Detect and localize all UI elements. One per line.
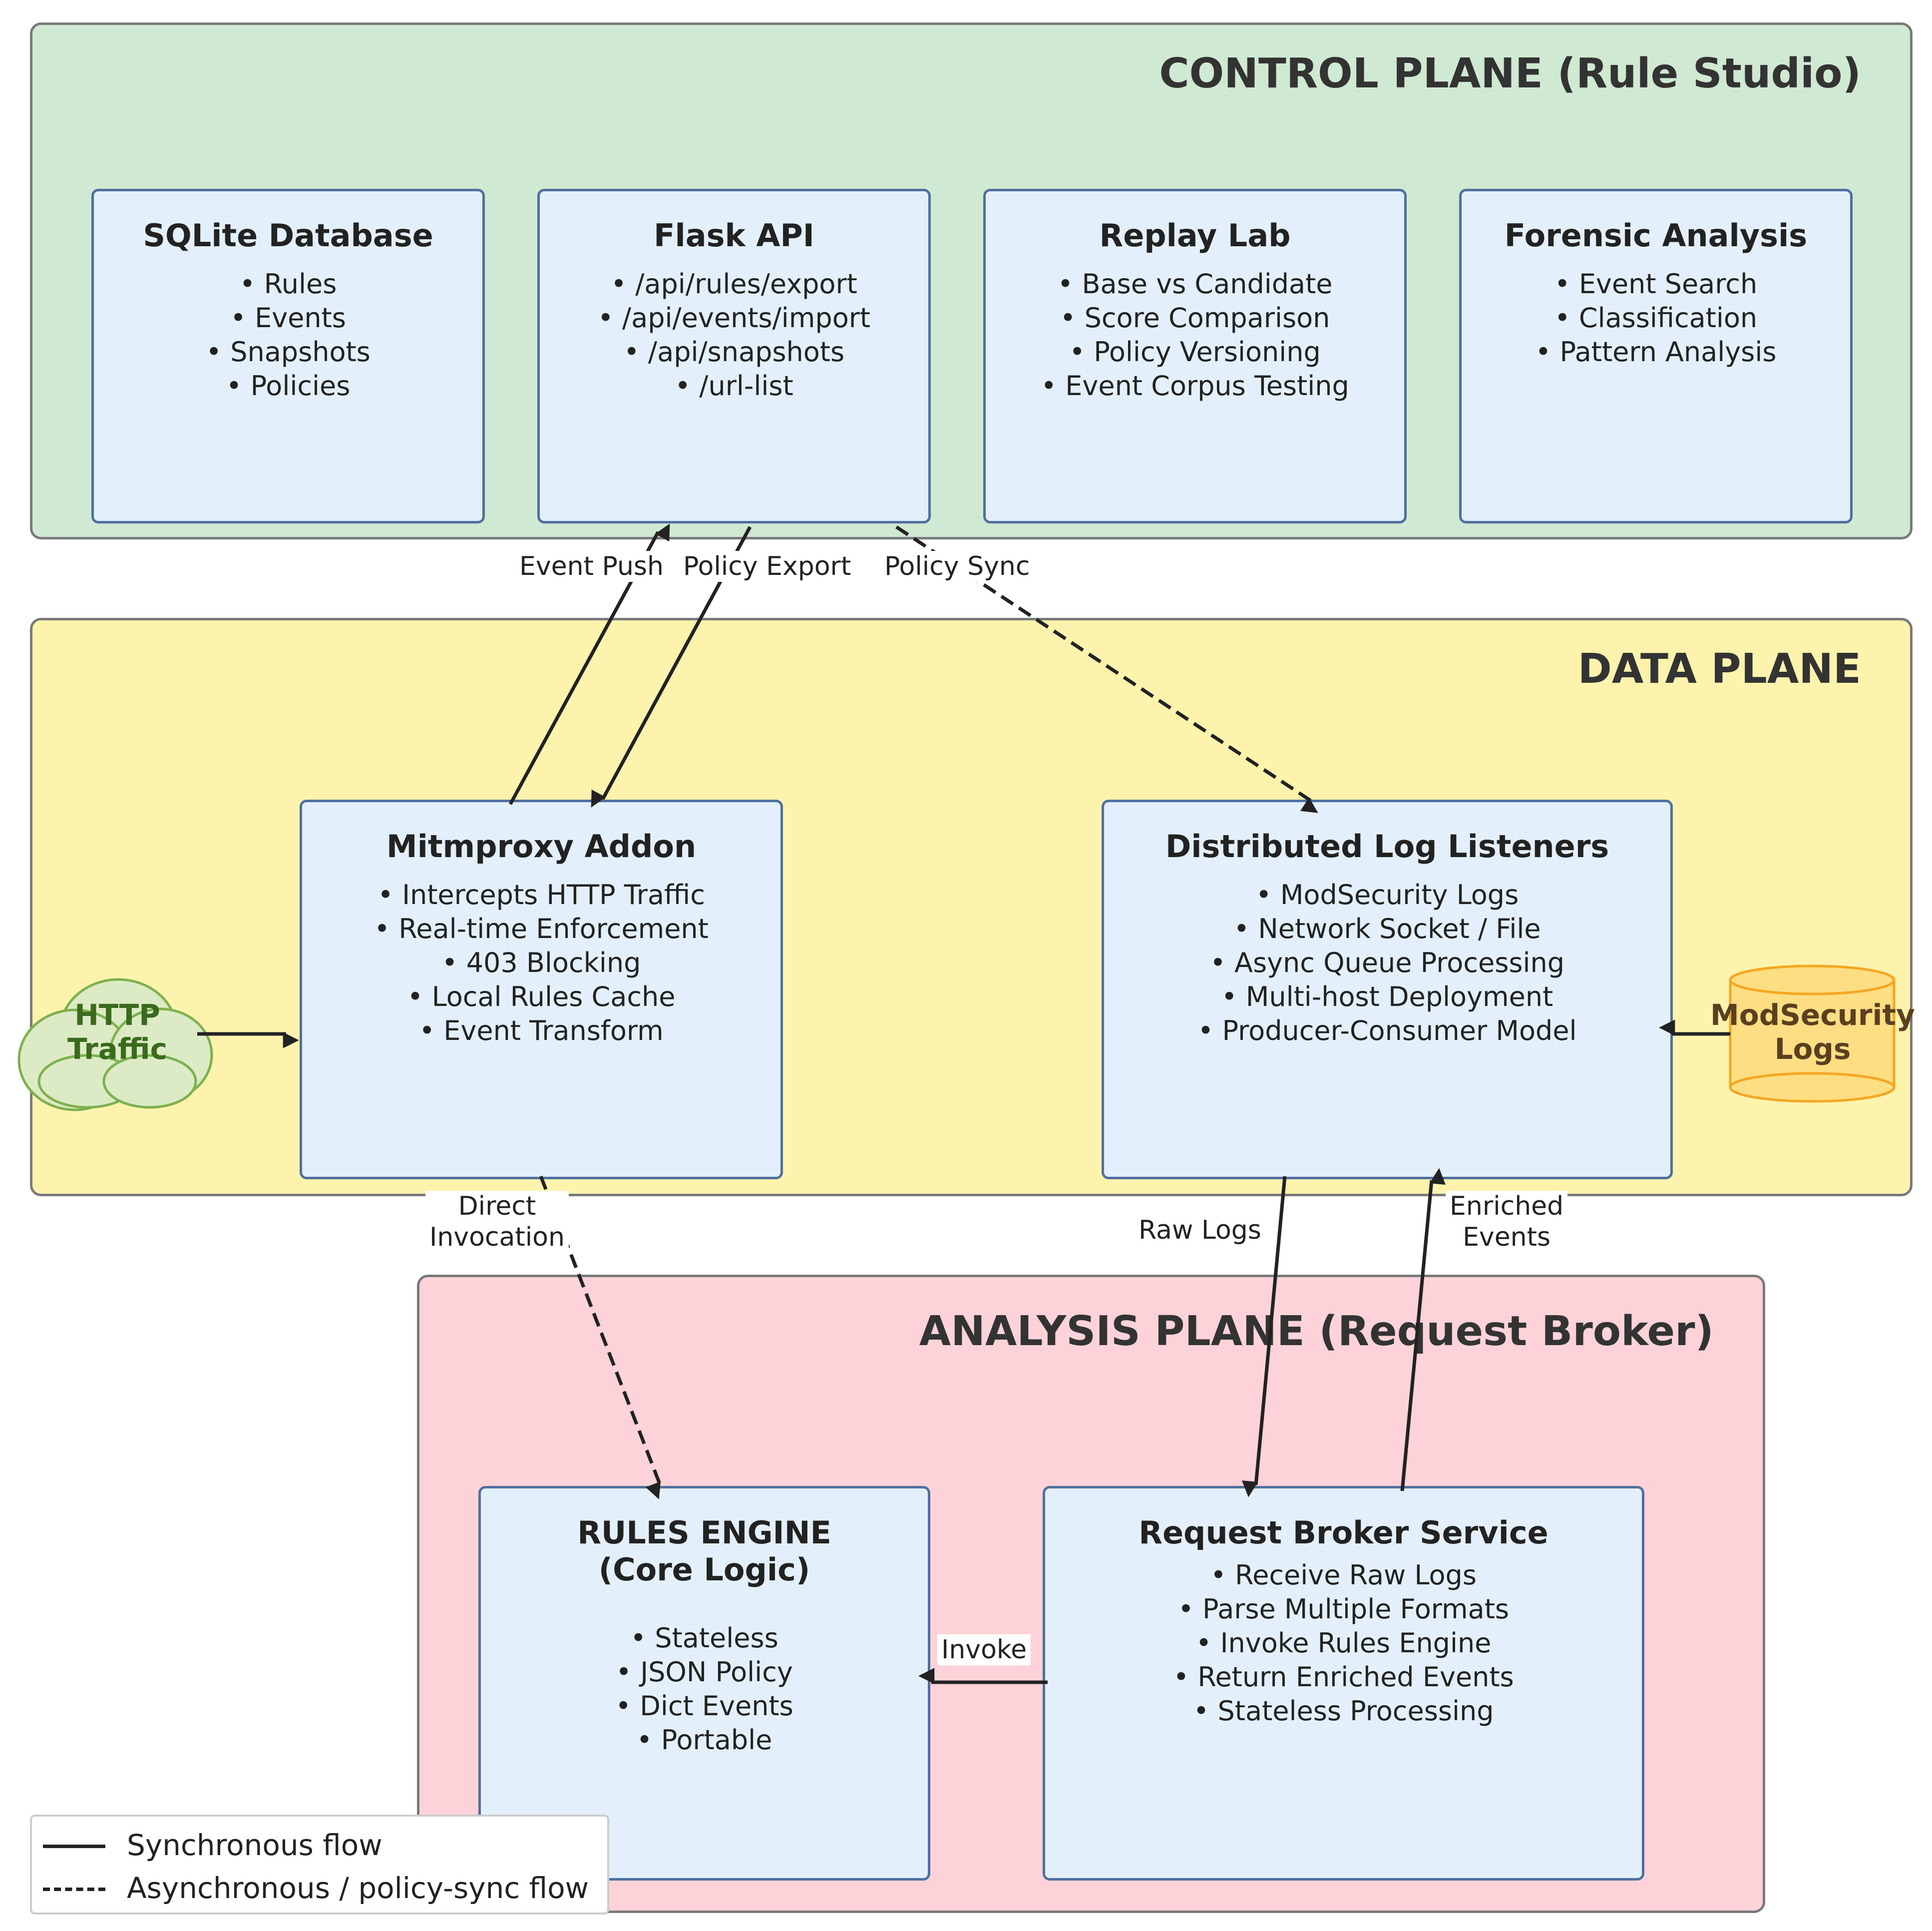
forensic-analysis-title: Forensic Analysis bbox=[1504, 217, 1808, 254]
forensic-analysis-box: Forensic Analysis Event Search Classific… bbox=[1459, 189, 1853, 523]
legend-async-text: Asynchronous / policy-sync flow bbox=[127, 1871, 589, 1905]
sqlite-database-items: Rules Events Snapshots Policies bbox=[94, 267, 482, 403]
list-item: ModSecurity Logs bbox=[1104, 878, 1670, 912]
replay-lab-items: Base vs Candidate Score Comparison Polic… bbox=[986, 267, 1404, 403]
replay-lab-title: Replay Lab bbox=[1099, 217, 1291, 254]
list-item: 403 Blocking bbox=[302, 946, 780, 980]
raw-logs-arrow bbox=[1242, 1176, 1287, 1497]
control-plane-title: CONTROL PLANE (Rule Studio) bbox=[1159, 50, 1861, 97]
list-item: Event Transform bbox=[302, 1014, 780, 1048]
legend: Synchronous flow Asynchronous / policy-s… bbox=[30, 1815, 609, 1915]
list-item: Snapshots bbox=[94, 335, 482, 369]
list-item: Local Rules Cache bbox=[302, 980, 780, 1014]
list-item: JSON Policy bbox=[481, 1655, 928, 1689]
list-item: Policies bbox=[94, 369, 482, 403]
list-item: Event Corpus Testing bbox=[986, 369, 1404, 403]
list-item: Event Search bbox=[1462, 267, 1850, 301]
list-item: Portable bbox=[481, 1723, 928, 1757]
distributed-log-listeners-box: Distributed Log Listeners ModSecurity Lo… bbox=[1102, 800, 1673, 1179]
list-item: Dict Events bbox=[481, 1689, 928, 1723]
list-item: Network Socket / File bbox=[1104, 912, 1670, 946]
direct-invocation-label: Direct Invocation bbox=[425, 1191, 569, 1253]
http-traffic-cloud-icon bbox=[17, 978, 213, 1111]
mitmproxy-addon-items: Intercepts HTTP Traffic Real-time Enforc… bbox=[302, 878, 780, 1048]
raw-logs-label: Raw Logs bbox=[1135, 1215, 1265, 1246]
policy-sync-label: Policy Sync bbox=[880, 551, 1034, 582]
direct-invocation-label-line1: Direct bbox=[458, 1191, 536, 1221]
list-item: Invoke Rules Engine bbox=[1045, 1626, 1642, 1660]
list-item: Receive Raw Logs bbox=[1045, 1558, 1642, 1592]
http-traffic-label-line2: Traffic bbox=[67, 1032, 167, 1066]
modsecurity-logs-label-line2: Logs bbox=[1774, 1032, 1851, 1066]
list-item: Classification bbox=[1462, 301, 1850, 335]
rules-engine-title: RULES ENGINE (Core Logic) bbox=[481, 1514, 928, 1588]
list-item: Intercepts HTTP Traffic bbox=[302, 878, 780, 912]
flask-api-items: /api/rules/export /api/events/import /ap… bbox=[540, 267, 928, 403]
list-item: /api/rules/export bbox=[540, 267, 928, 301]
list-item: Real-time Enforcement bbox=[302, 912, 780, 946]
list-item: Events bbox=[94, 301, 482, 335]
request-broker-service-items: Receive Raw Logs Parse Multiple Formats … bbox=[1045, 1558, 1642, 1728]
list-item: Pattern Analysis bbox=[1462, 335, 1850, 369]
request-broker-service-title: Request Broker Service bbox=[1139, 1514, 1548, 1551]
sqlite-database-title: SQLite Database bbox=[143, 217, 433, 254]
legend-sync-text: Synchronous flow bbox=[127, 1828, 383, 1862]
list-item: Policy Versioning bbox=[986, 335, 1404, 369]
list-item: Parse Multiple Formats bbox=[1045, 1592, 1642, 1626]
distributed-log-listeners-title: Distributed Log Listeners bbox=[1165, 828, 1609, 865]
list-item: Multi-host Deployment bbox=[1104, 980, 1670, 1014]
list-item: Return Enriched Events bbox=[1045, 1660, 1642, 1694]
flask-api-title: Flask API bbox=[654, 217, 814, 254]
event-push-label: Event Push bbox=[515, 551, 668, 582]
dashed-line-swatch bbox=[43, 1888, 105, 1891]
mitmproxy-addon-box: Mitmproxy Addon Intercepts HTTP Traffic … bbox=[300, 800, 783, 1179]
request-broker-service-box: Request Broker Service Receive Raw Logs … bbox=[1043, 1486, 1644, 1881]
list-item: /api/snapshots bbox=[540, 335, 928, 369]
list-item: /url-list bbox=[540, 369, 928, 403]
legend-row-sync: Synchronous flow bbox=[32, 1826, 607, 1866]
modsecurity-logs-database-icon bbox=[1729, 965, 1896, 1103]
http-traffic-label-line1: HTTP bbox=[74, 998, 160, 1032]
legend-row-async: Asynchronous / policy-sync flow bbox=[32, 1869, 607, 1909]
rules-engine-items: Stateless JSON Policy Dict Events Portab… bbox=[481, 1621, 928, 1757]
rules-engine-title-line2: (Core Logic) bbox=[598, 1551, 810, 1588]
flask-api-box: Flask API /api/rules/export /api/events/… bbox=[537, 189, 931, 523]
enriched-events-label-line1: Enriched bbox=[1450, 1191, 1564, 1221]
list-item: Stateless bbox=[481, 1621, 928, 1655]
sqlite-database-box: SQLite Database Rules Events Snapshots P… bbox=[91, 189, 485, 523]
policy-export-label: Policy Export bbox=[679, 551, 855, 582]
invoke-label: Invoke bbox=[937, 1634, 1031, 1665]
list-item: Stateless Processing bbox=[1045, 1694, 1642, 1728]
enriched-events-arrow bbox=[1400, 1168, 1446, 1491]
http-traffic-label: HTTP Traffic bbox=[55, 998, 180, 1066]
list-item: /api/events/import bbox=[540, 301, 928, 335]
solid-line-swatch bbox=[43, 1845, 105, 1848]
direct-invocation-label-line2: Invocation bbox=[429, 1222, 565, 1252]
list-item: Producer-Consumer Model bbox=[1104, 1014, 1670, 1048]
list-item: Score Comparison bbox=[986, 301, 1404, 335]
mitmproxy-addon-title: Mitmproxy Addon bbox=[386, 828, 697, 865]
enriched-events-label-line2: Events bbox=[1463, 1222, 1551, 1252]
data-plane-title: DATA PLANE bbox=[1577, 645, 1861, 693]
list-item: Base vs Candidate bbox=[986, 267, 1404, 301]
enriched-events-label: Enriched Events bbox=[1446, 1191, 1568, 1253]
list-item: Rules bbox=[94, 267, 482, 301]
modsecurity-logs-label: ModSecurity Logs bbox=[1698, 998, 1928, 1066]
replay-lab-box: Replay Lab Base vs Candidate Score Compa… bbox=[983, 189, 1407, 523]
modsecurity-logs-label-line1: ModSecurity bbox=[1710, 998, 1915, 1032]
distributed-log-listeners-items: ModSecurity Logs Network Socket / File A… bbox=[1104, 878, 1670, 1048]
rules-engine-title-line1: RULES ENGINE bbox=[577, 1514, 831, 1551]
list-item: Async Queue Processing bbox=[1104, 946, 1670, 980]
forensic-analysis-items: Event Search Classification Pattern Anal… bbox=[1462, 267, 1850, 369]
analysis-plane-title: ANALYSIS PLANE (Request Broker) bbox=[919, 1308, 1714, 1355]
